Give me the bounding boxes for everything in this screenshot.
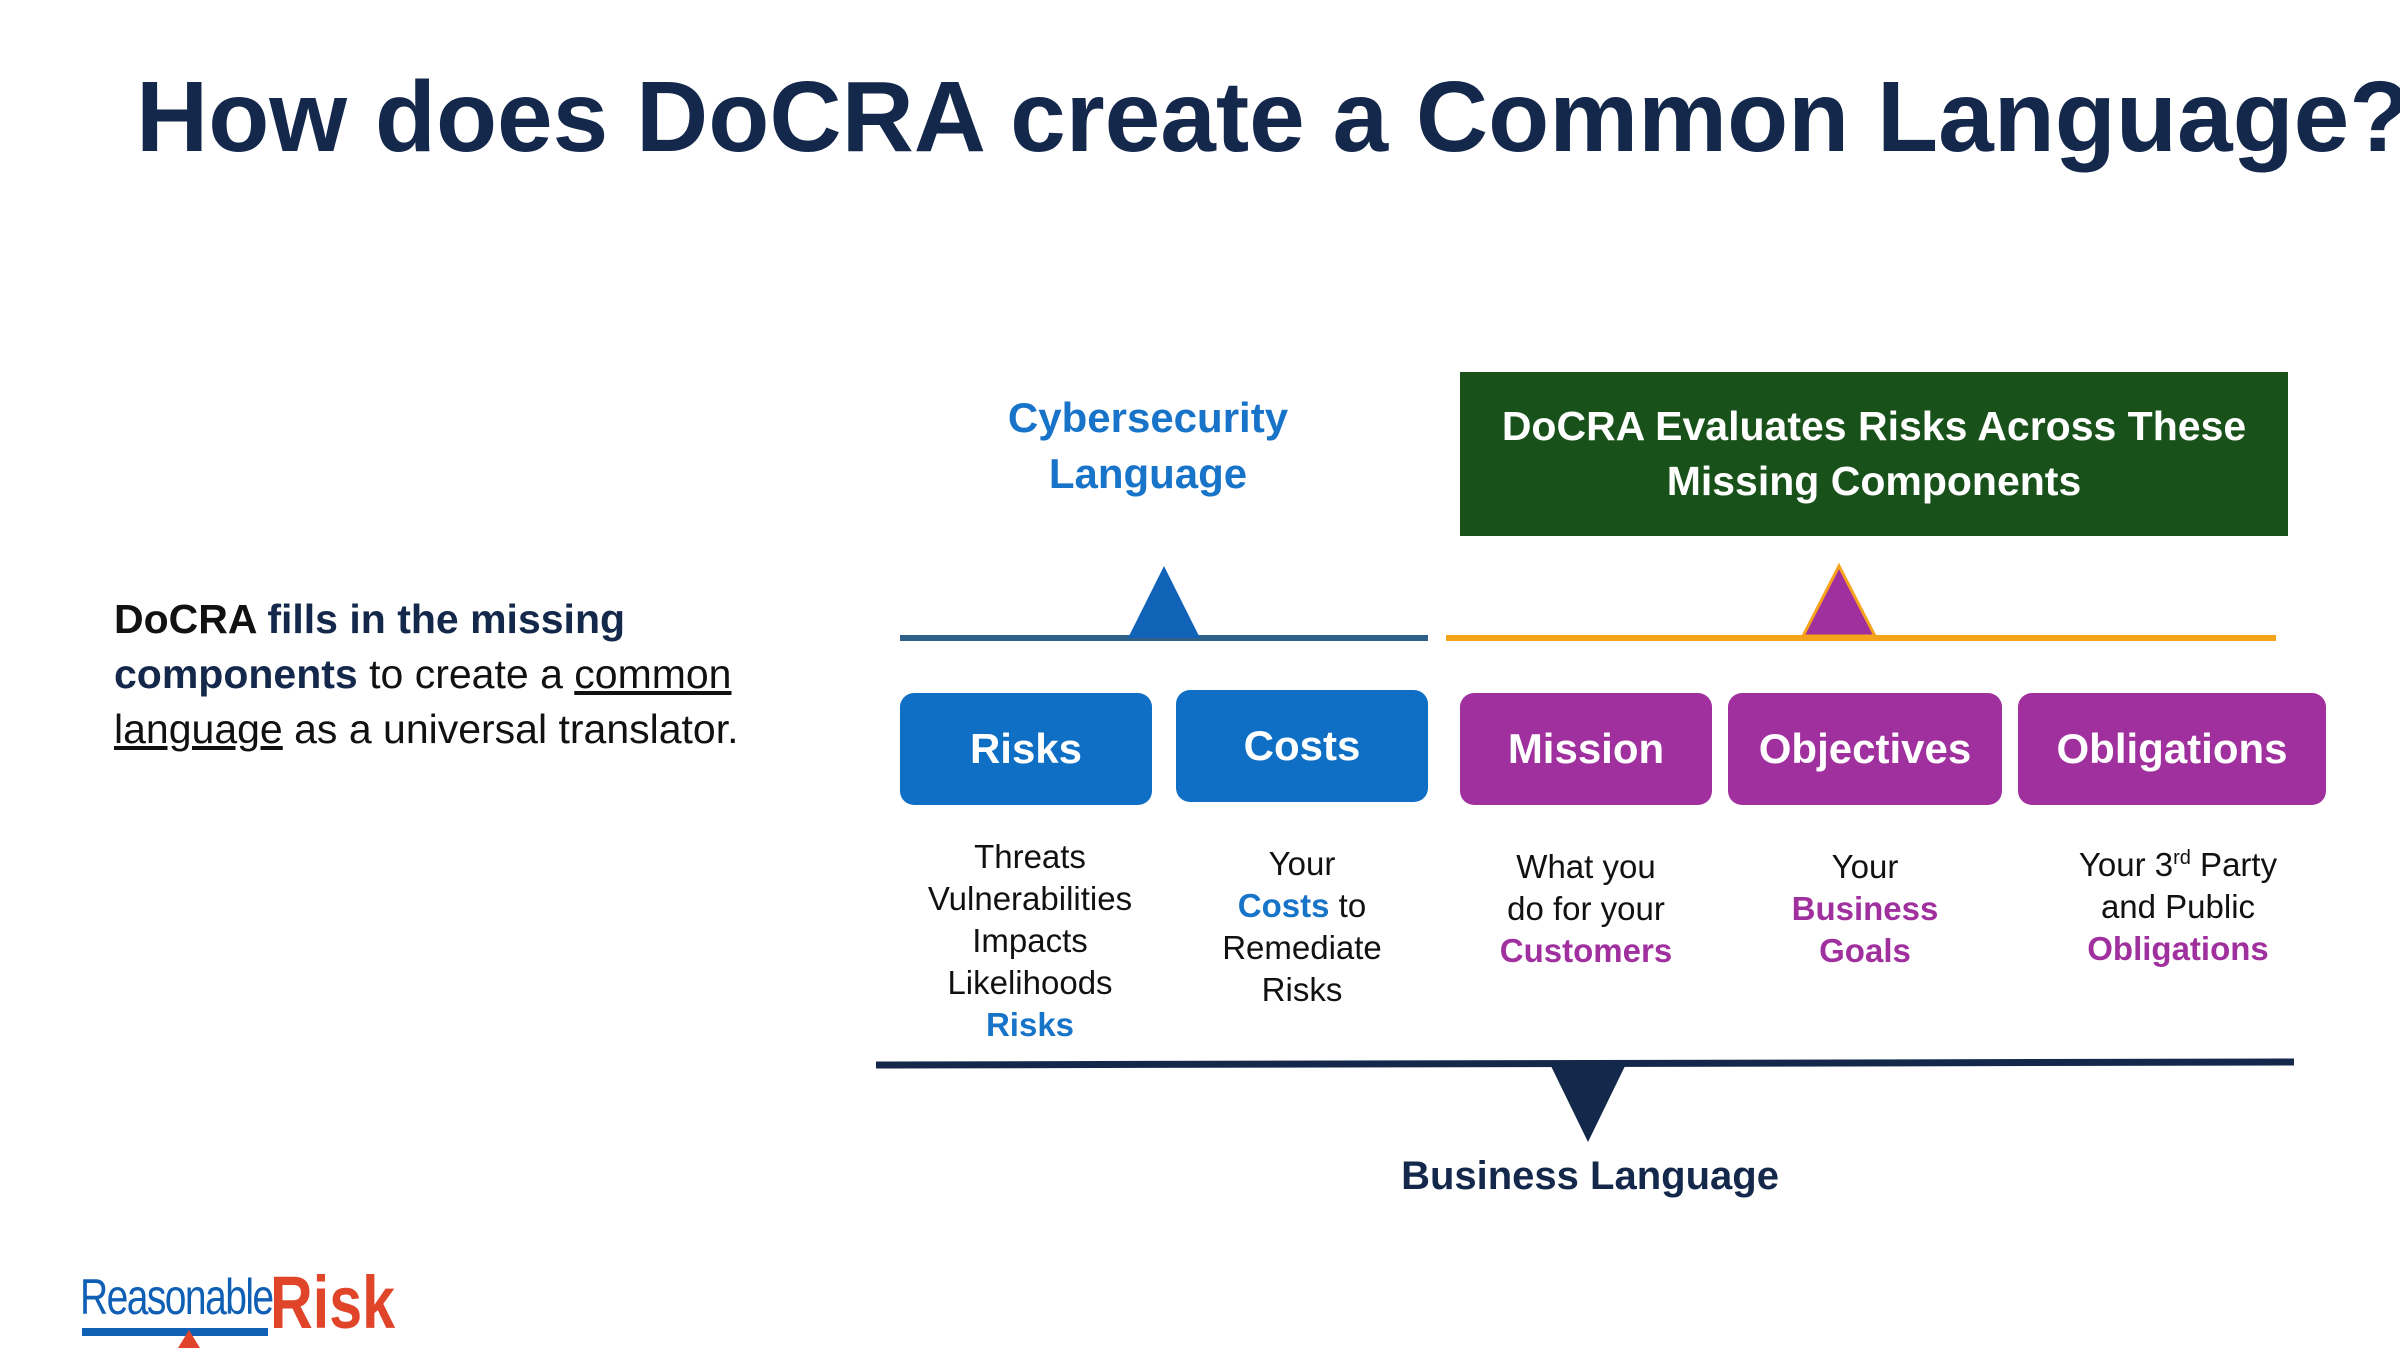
- risks-pill: Risks: [900, 693, 1152, 805]
- business-baseline: [875, 1058, 2295, 1069]
- obligations-desc-pre: Your 3: [2078, 846, 2174, 883]
- cyber-triangle: [1128, 566, 1200, 638]
- logo-risk-text: Risk: [270, 1261, 396, 1344]
- cyber-heading-line2: Language: [1048, 450, 1248, 497]
- docra-box-line1: DoCRA Evaluates Risks Across These: [1501, 403, 2247, 449]
- reasonable-risk-logo: Reasonable Risk: [80, 1254, 410, 1350]
- costs-pill: Costs: [1176, 690, 1428, 802]
- mission-desc-highlight: Customers: [1499, 932, 1673, 969]
- obligations-description: Your 3rd Party and Public Obligations: [2018, 844, 2338, 970]
- objectives-description: Your Business Goals: [1728, 846, 2002, 972]
- intro-paragraph: DoCRA fills in the missing components to…: [114, 592, 794, 757]
- mission-desc-line2: do for your: [1507, 890, 1665, 927]
- obligations-pill: Obligations: [2018, 693, 2326, 805]
- intro-common-language: common language: [114, 651, 732, 752]
- costs-desc-line3: Remediate: [1222, 929, 1382, 966]
- business-language-label: Business Language: [1401, 1154, 1779, 1198]
- intro-docra: DoCRA: [114, 596, 256, 642]
- mission-desc-line1: What you: [1516, 848, 1656, 885]
- obligations-desc-line1: Your 3rd Party: [2018, 844, 2338, 886]
- intro-to-create: to create a: [357, 651, 575, 697]
- costs-desc-line1: Your: [1268, 845, 1336, 882]
- costs-desc-to: to: [1329, 887, 1367, 924]
- docra-box-line2: Missing Components: [1666, 458, 2082, 504]
- logo-underline: [82, 1328, 268, 1336]
- risks-desc-line1: Threats: [974, 838, 1086, 875]
- risks-desc-line3: Impacts: [972, 922, 1088, 959]
- obligations-desc-sup: rd: [2173, 847, 2191, 869]
- objectives-desc-highlight2: Goals: [1819, 932, 1911, 969]
- mission-description: What you do for your Customers: [1440, 846, 1732, 972]
- objectives-desc-highlight1: Business: [1791, 890, 1939, 927]
- mission-pill: Mission: [1460, 693, 1712, 805]
- obligations-desc-highlight: Obligations: [2087, 930, 2269, 967]
- costs-desc-line4: Risks: [1261, 971, 1343, 1008]
- obligations-desc-post: Party: [2190, 846, 2278, 883]
- missing-components-triangle: [1800, 562, 1878, 638]
- risks-desc-highlight: Risks: [985, 1006, 1075, 1043]
- cybersecurity-language-heading: Cybersecurity Language: [948, 390, 1348, 502]
- intro-fills-in: fills in the missing components: [114, 596, 626, 697]
- risks-description: Threats Vulnerabilities Impacts Likeliho…: [900, 836, 1160, 1046]
- business-triangle: [1550, 1064, 1626, 1142]
- obligations-desc-line2: and Public: [2100, 888, 2256, 925]
- risks-desc-line4: Likelihoods: [947, 964, 1113, 1001]
- page-title: How does DoCRA create a Common Language?: [136, 61, 2400, 173]
- risks-desc-line2: Vulnerabilities: [927, 880, 1133, 917]
- intro-translator: as a universal translator.: [282, 706, 739, 752]
- logo-pointer-icon: [178, 1330, 200, 1348]
- costs-desc-line2: Costs to: [1176, 885, 1428, 927]
- logo-reasonable-text: Reasonable: [80, 1269, 274, 1325]
- objectives-desc-line1: Your: [1831, 848, 1899, 885]
- cyber-heading-line1: Cybersecurity: [1007, 394, 1289, 441]
- costs-desc-highlight: Costs: [1237, 887, 1330, 924]
- costs-description: Your Costs to Remediate Risks: [1176, 843, 1428, 1011]
- docra-evaluates-box: DoCRA Evaluates Risks Across These Missi…: [1460, 372, 2288, 536]
- objectives-pill: Objectives: [1728, 693, 2002, 805]
